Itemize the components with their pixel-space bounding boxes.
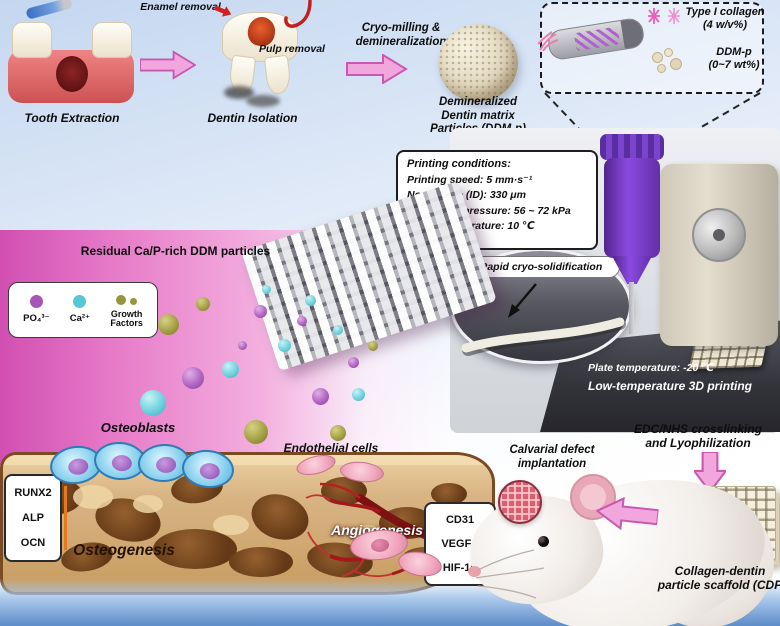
osteogenesis-label: Osteogenesis — [73, 542, 175, 559]
growth-factor-particle — [368, 341, 378, 351]
dental-elevator-icon — [25, 0, 73, 20]
bone-strut — [213, 515, 249, 535]
printhead-cap — [600, 134, 664, 160]
po4-dot-icon — [29, 295, 43, 309]
implanted-scaffold — [498, 480, 542, 524]
printhead-barrel — [604, 158, 660, 258]
growth-factor-dot-icon — [130, 297, 138, 305]
growth-factor-particle — [196, 297, 210, 311]
ddm-p-label: DDM-p (0~7 wt%) — [708, 46, 760, 71]
osteoblasts-label: Osteoblasts — [100, 420, 176, 435]
rapid-cryo-label: Rapid cryo-solidification — [479, 260, 603, 273]
collagen-scribble-icon — [648, 8, 680, 24]
tooth-extraction-label: Tooth Extraction — [24, 111, 120, 125]
legend-item-po4: PO₄³⁻ — [23, 295, 50, 325]
growth-factor-particle — [158, 314, 179, 335]
growth-factor-particle — [330, 425, 346, 441]
dentin-isolation-label: Dentin Isolation — [207, 111, 298, 125]
printing-conditions-title: Printing conditions: — [407, 158, 511, 170]
ca-particle — [222, 361, 239, 378]
po4-particle — [182, 367, 204, 389]
cortical-surface — [3, 455, 492, 465]
enamel-arrow-icon — [213, 5, 232, 17]
printer-knob — [692, 208, 746, 262]
bone-cavity — [153, 529, 237, 569]
ddm-powder-ball — [438, 24, 518, 102]
po4-particle — [297, 316, 307, 326]
growth-factor-dot-icon — [115, 294, 126, 305]
endothelial-cells-label: Endothelial cells — [283, 441, 379, 455]
enamel-removal-label: Enamel removal — [140, 1, 221, 13]
rapid-cryo-pill: Rapid cryo-solidification — [462, 256, 620, 278]
po4-particle — [238, 341, 247, 350]
ca-particle — [352, 388, 365, 401]
mouse-nose — [468, 566, 481, 577]
marker-runx2: RUNX2 — [14, 486, 52, 499]
ca-particle — [333, 325, 343, 335]
marker-alp: ALP — [22, 511, 44, 524]
collagen-fiber-icon — [537, 31, 559, 52]
flow-arrow-icon — [346, 54, 408, 84]
po4-particle — [348, 357, 359, 368]
growth-factors-label: Growth Factors — [110, 308, 143, 328]
legend-item-growth-factors: Growth Factors — [110, 292, 143, 329]
cryo-milling-label: Cryo-milling & demineralization — [355, 22, 447, 48]
cartridge-ddm-fill — [573, 26, 621, 52]
down-arrow-icon — [694, 452, 726, 492]
ca-particle — [262, 285, 271, 294]
ca-particle — [305, 295, 316, 306]
isolated-tooth-illustration — [218, 0, 328, 110]
tooth-extraction-illustration — [4, 0, 140, 110]
bone-strut — [133, 495, 163, 513]
pulp-removal-label: Pulp removal — [259, 43, 325, 55]
left-arrow-icon — [595, 496, 660, 531]
marker-cd31: CD31 — [445, 514, 475, 526]
pulp-hook-tool-icon — [284, 0, 312, 28]
ca-label: Ca²⁺ — [69, 313, 91, 325]
osteo-markers-box: RUNX2 ALP OCN — [4, 474, 62, 562]
cdp-scaffold-label: Collagen-dentin particle scaffold (CDP — [657, 564, 780, 593]
type-i-collagen-label: Type I collagen (4 w/v%) — [685, 6, 765, 31]
particle-legend: PO₄³⁻ Ca²⁺ Growth Factors — [8, 282, 158, 338]
mouse-illustration — [457, 438, 780, 626]
flow-arrow-icon — [140, 50, 196, 80]
ddm-particle-cluster-icon — [650, 48, 684, 76]
mouse-whiskers — [475, 549, 545, 599]
marker-ocn: OCN — [20, 537, 46, 550]
enamel-debris — [224, 86, 254, 99]
legend-item-ca: Ca²⁺ — [70, 295, 90, 324]
enamel-debris — [246, 95, 280, 107]
ca-particle — [140, 390, 166, 416]
ca-dot-icon — [73, 295, 87, 309]
po4-particle — [312, 388, 329, 405]
printing-speed: Printing speed: 5 mm·s⁻¹ — [407, 173, 533, 186]
crosslinking-label: EDC/NHS crosslinking and Lyophilization — [633, 422, 763, 451]
extraction-socket — [56, 56, 88, 92]
printed-strand — [461, 317, 626, 356]
growth-factor-particle — [244, 420, 268, 444]
mouse-ear-inner — [580, 484, 606, 510]
calvarial-implantation-label: Calvarial defect implantation — [509, 444, 595, 470]
bone-strut — [73, 485, 113, 509]
residual-particles-title: Residual Ca/P-rich DDM particles — [80, 244, 271, 258]
ca-particle — [278, 339, 291, 352]
tooth-root-right — [263, 54, 293, 96]
bone-cavity — [229, 547, 293, 577]
bone-cavity — [431, 483, 467, 505]
molar-right — [92, 22, 132, 58]
mouse-eye — [538, 536, 549, 547]
printhead-needle — [629, 282, 634, 334]
po4-label: PO₄³⁻ — [23, 313, 50, 325]
osteo-bracket-line — [64, 486, 67, 550]
plate-temperature-label: Plate temperature: -20 ℃ — [588, 362, 714, 374]
molar-left — [12, 22, 52, 58]
low-temp-printing-label: Low-temperature 3D printing — [588, 379, 753, 393]
cryo-pointer-arrow-icon — [508, 283, 537, 318]
po4-particle — [254, 305, 267, 318]
printer-knob-center — [713, 229, 725, 241]
